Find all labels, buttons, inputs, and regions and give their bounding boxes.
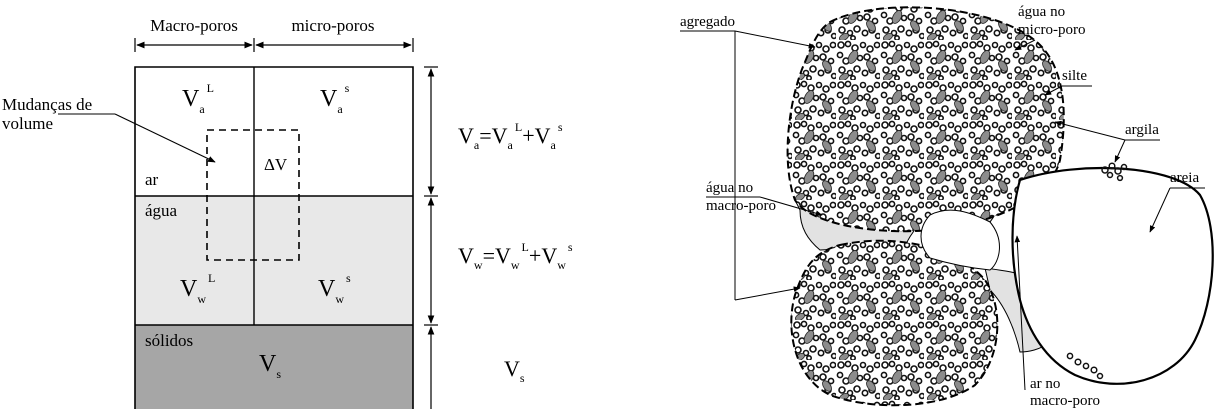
leader-agregado-upper <box>735 31 815 47</box>
label-agua-micro-1: água no <box>1018 4 1065 20</box>
phase-diagram: Macro-poros micro-poros ΔV Mudanças de v… <box>2 16 573 409</box>
sand-grain <box>1013 168 1213 384</box>
header-macro-poros: Macro-poros <box>150 16 238 35</box>
delta-v-label: ΔV <box>264 155 288 174</box>
label-ar-macro-1: ar no <box>1030 376 1060 392</box>
equation-solids: Vs <box>504 356 525 385</box>
phase-label-air: ar <box>145 170 159 189</box>
label-ar-macro-2: macro-poro <box>1030 393 1100 409</box>
label-areia: areia <box>1170 170 1199 186</box>
label-agregado: agregado <box>680 14 735 30</box>
header-micro-poros: micro-poros <box>291 16 374 35</box>
leader-argila-1 <box>1055 122 1125 140</box>
volume-change-label-line1: Mudanças de <box>2 95 92 114</box>
soil-structure: agregado água no micro-poro silte argila… <box>680 4 1213 409</box>
label-silte: silte <box>1062 68 1087 84</box>
leader-agregado-lower <box>735 288 800 300</box>
volume-change-label-line2: volume <box>2 114 53 133</box>
label-agua-micro-2: micro-poro <box>1018 22 1085 38</box>
equation-water: Vw=VwL+Vws <box>458 240 573 272</box>
label-agua-macro-1: água no <box>706 180 753 196</box>
label-agua-macro-2: macro-poro <box>706 198 776 214</box>
label-argila: argila <box>1125 122 1159 138</box>
phase-label-solids: sólidos <box>145 331 193 350</box>
air-region <box>135 67 413 196</box>
equation-air: Va=VaL+Vas <box>458 120 563 152</box>
leader-argila-2 <box>1115 140 1125 162</box>
phase-label-water: água <box>145 201 178 220</box>
